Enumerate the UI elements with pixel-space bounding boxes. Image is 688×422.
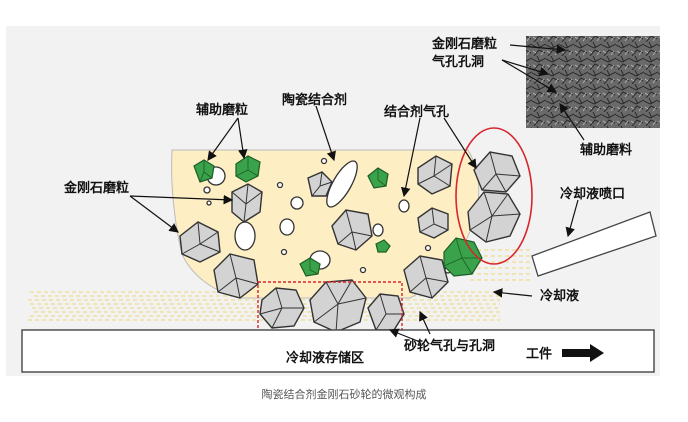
diamond-grain [417,207,449,239]
workpiece-block [21,329,655,373]
diamond-grain [417,155,453,195]
coolant-nozzle [531,211,657,277]
diamond-grain [403,255,449,299]
diamond-grain [331,209,373,251]
label-coolant-nozzle: 冷却液喷口 [560,186,625,202]
label-coolant: 冷却液 [540,288,579,304]
auxiliary-grain [299,257,321,277]
auxiliary-grain [193,159,215,183]
binder-pores [203,157,452,274]
label-binder-pore: 结合剂气孔 [384,104,449,120]
diamond-grain [231,183,263,223]
diamond-grain [467,191,521,243]
label-aux-material: 辅助磨料 [580,142,632,158]
diamond-grain [213,253,259,299]
annotation-arrows [129,44,585,343]
label-coolant-storage: 冷却液存储区 [286,350,364,366]
auxiliary-grain [367,167,389,189]
label-workpiece: 工件 [526,346,552,362]
label-aux-grain: 辅助磨粒 [196,102,248,118]
label-diamond-grain-micro: 金刚石磨粒 [431,36,497,52]
auxiliary-grain [375,239,391,253]
label-wheel-pores-holes: 砂轮气孔与孔洞 [403,338,495,354]
label-ceramic-binder: 陶瓷结合剂 [282,92,347,108]
label-diamond-grain: 金刚石磨粒 [63,180,129,196]
grain-cluster-highlight [455,127,533,265]
label-pores-micro: 气孔孔洞 [432,54,484,70]
diamond-grain [259,287,305,329]
auxiliary-grains [193,155,483,277]
diamond-grain [179,221,221,263]
diamond-grains [179,151,521,333]
micrograph-image [526,36,660,128]
auxiliary-grain [235,155,261,183]
diamond-grain [307,171,333,197]
workpiece-direction-arrow [562,344,604,362]
diamond-grain [473,151,521,193]
figure-caption: 陶瓷结合剂金刚石砂轮的微观构成 [262,387,427,401]
